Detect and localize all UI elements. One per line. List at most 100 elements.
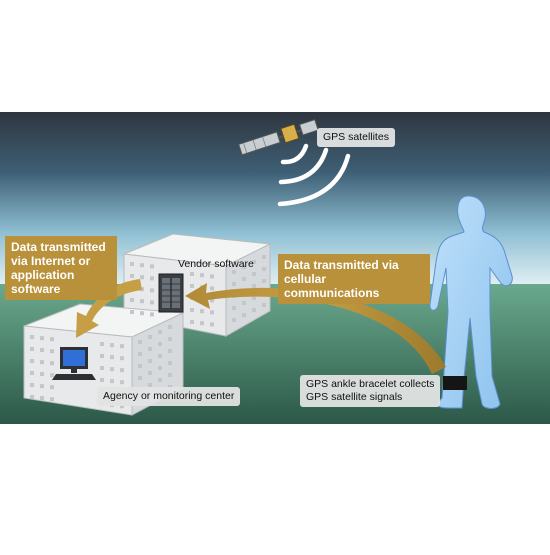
internet-label: Data transmitted via Internet or applica…: [5, 236, 117, 300]
cellular-text-line1: Data transmitted via: [284, 258, 399, 272]
internet-text-line3: application: [11, 268, 75, 282]
building-window: [200, 273, 204, 278]
building-window: [120, 368, 124, 373]
building-window: [262, 267, 266, 271]
building-window: [110, 379, 114, 384]
building-window: [50, 385, 54, 390]
building-window: [242, 313, 246, 317]
building-window: [242, 265, 246, 269]
building-window: [130, 310, 134, 314]
building-window: [40, 336, 44, 341]
building-window: [252, 272, 256, 276]
building-window: [168, 373, 172, 377]
building-window: [148, 347, 152, 351]
bracelet-text-line2: GPS satellite signals: [306, 391, 403, 403]
building-window: [148, 359, 152, 363]
building-window: [252, 260, 256, 264]
building-window: [168, 325, 172, 329]
building-window: [210, 286, 214, 291]
internet-text-line1: Data transmitted: [11, 240, 106, 254]
cellular-text-line2: cellular communications: [284, 272, 380, 300]
building-window: [50, 337, 54, 342]
building-window: [140, 299, 144, 304]
building-window: [40, 348, 44, 353]
building-window: [50, 349, 54, 354]
building-window: [138, 364, 142, 368]
building-window: [150, 276, 154, 281]
building-window: [110, 367, 114, 372]
building-window: [190, 272, 194, 276]
building-window: [210, 310, 214, 315]
building-window: [150, 300, 154, 305]
building-window: [200, 321, 204, 326]
building-window: [158, 330, 162, 334]
internet-text-line4: software: [11, 282, 61, 296]
building-window: [148, 335, 152, 339]
building-window: [158, 354, 162, 358]
building-window: [40, 372, 44, 377]
building-window: [190, 284, 194, 288]
building-window: [100, 354, 104, 358]
building-window: [252, 296, 256, 300]
building-window: [140, 311, 144, 316]
building-window: [110, 355, 114, 360]
vendor-software-text: Vendor software: [178, 258, 254, 270]
building-window: [30, 335, 34, 339]
building-window: [190, 320, 194, 324]
computer-monitor-icon: [52, 347, 96, 380]
building-window: [200, 309, 204, 314]
building-window: [150, 288, 154, 293]
satellite-icon: [238, 119, 319, 156]
building-window: [30, 383, 34, 387]
building-window: [232, 306, 236, 310]
server-icon: [158, 273, 184, 313]
building-window: [190, 308, 194, 312]
building-window: [252, 308, 256, 312]
signal-waves-icon: [277, 143, 351, 207]
building-window: [100, 342, 104, 346]
building-window: [30, 347, 34, 351]
agency-center-label: Agency or monitoring center: [97, 387, 241, 406]
building-window: [50, 397, 54, 402]
building-window: [120, 380, 124, 385]
building-window: [232, 282, 236, 286]
internet-arrow: [76, 279, 142, 338]
building-window: [30, 371, 34, 375]
building-window: [242, 277, 246, 281]
gps-satellites-label: GPS satellites: [317, 128, 395, 147]
building-window: [168, 361, 172, 365]
building-window: [168, 337, 172, 341]
building-window: [262, 303, 266, 307]
building-window: [138, 340, 142, 344]
building-window: [130, 262, 134, 266]
ankle-bracelet-icon: [443, 376, 467, 390]
building-window: [210, 274, 214, 279]
building-window: [232, 318, 236, 322]
building-window: [262, 279, 266, 283]
building-window: [138, 376, 142, 380]
building-window: [130, 298, 134, 302]
building-window: [140, 287, 144, 292]
vendor-software-label: Vendor software: [178, 258, 254, 270]
building-window: [120, 344, 124, 349]
building-window: [232, 270, 236, 274]
building-window: [148, 383, 152, 387]
building-window: [252, 284, 256, 288]
building-window: [148, 371, 152, 375]
agency-center-text: Agency or monitoring center: [103, 390, 235, 402]
building-window: [150, 312, 154, 317]
building-window: [100, 378, 104, 382]
internet-text-line2: via Internet or: [11, 254, 91, 268]
building-window: [138, 352, 142, 356]
building-window: [110, 343, 114, 348]
building-window: [262, 255, 266, 259]
building-window: [40, 360, 44, 365]
gps-satellites-text: GPS satellites: [323, 131, 389, 143]
building-window: [140, 263, 144, 268]
building-window: [168, 349, 172, 353]
building-window: [50, 373, 54, 378]
building-window: [158, 366, 162, 370]
building-window: [50, 361, 54, 366]
